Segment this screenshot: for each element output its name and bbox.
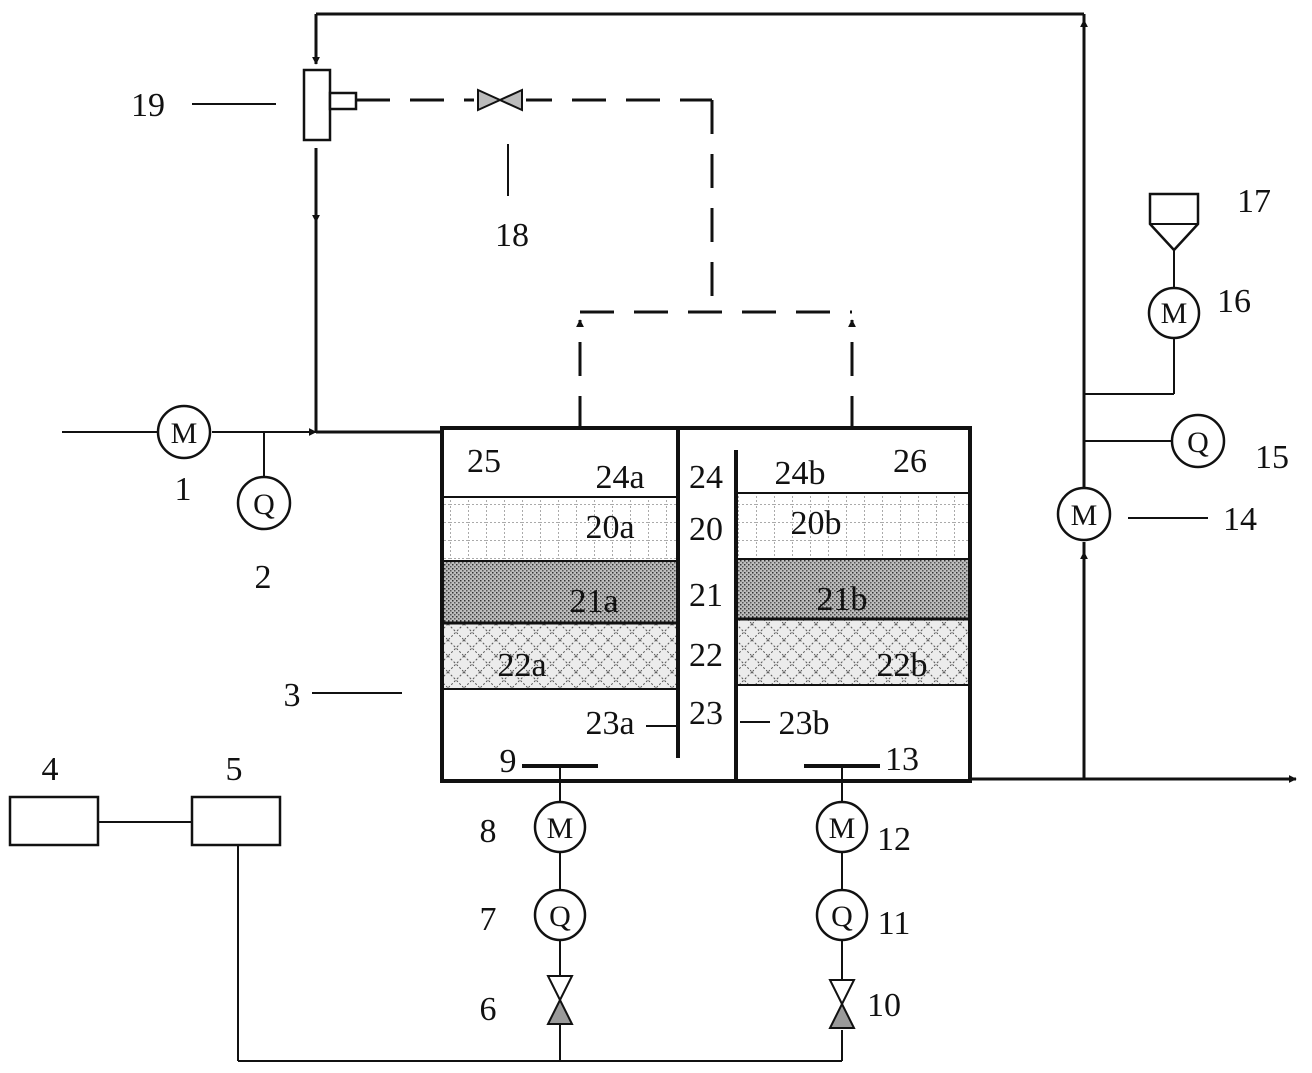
- label-21b: 21b: [817, 581, 868, 618]
- label-23b: 23b: [779, 705, 830, 742]
- flowmeter-2: Q: [236, 475, 292, 531]
- label-3: 3: [284, 677, 301, 714]
- blower-4: [8, 795, 100, 847]
- recycle-loop: [312, 12, 1088, 432]
- layer-22a: [442, 623, 676, 689]
- gas-return-line: [356, 98, 856, 430]
- flowmeter-2-symbol: Q: [253, 488, 275, 521]
- label-5: 5: [226, 751, 243, 788]
- label-1: 1: [175, 471, 192, 508]
- label-23: 23: [689, 695, 723, 732]
- label-22b: 22b: [877, 647, 928, 684]
- layer-20a: [442, 497, 676, 561]
- ejector-19: [192, 68, 358, 142]
- label-24a: 24a: [595, 459, 644, 496]
- motor-1: M: [156, 404, 212, 460]
- label-9: 9: [500, 743, 517, 780]
- valve-18: [477, 88, 523, 196]
- flowmeter-15: Q: [1170, 413, 1226, 469]
- label-18: 18: [495, 217, 529, 254]
- label-16: 16: [1217, 283, 1251, 320]
- label-19: 19: [131, 87, 165, 124]
- pump-14: M: [1056, 486, 1208, 542]
- motor-12: M: [815, 800, 869, 854]
- layer-21b: [738, 559, 970, 619]
- layer-22b: [738, 619, 970, 685]
- label-23a: 23a: [585, 705, 634, 742]
- label-21a: 21a: [569, 583, 618, 620]
- inlet-line: [62, 428, 442, 476]
- motor-12-symbol: M: [829, 812, 856, 845]
- label-20: 20: [689, 511, 723, 548]
- label-24: 24: [689, 459, 723, 496]
- label-24b: 24b: [775, 455, 826, 492]
- label-10: 10: [867, 987, 901, 1024]
- layer-20b: [738, 493, 970, 559]
- label-14: 14: [1223, 501, 1257, 538]
- reactor-3: [440, 426, 972, 783]
- outlet-line: [970, 250, 1297, 783]
- motor-8: M: [533, 800, 587, 854]
- label-22: 22: [689, 637, 723, 674]
- pump-14-symbol: M: [1071, 499, 1098, 532]
- label-11: 11: [878, 905, 911, 942]
- flowmeter-11: Q: [815, 888, 869, 942]
- valve-6: [546, 975, 574, 1025]
- label-6: 6: [480, 991, 497, 1028]
- flowmeter-15-symbol: Q: [1187, 426, 1209, 459]
- label-22a: 22a: [497, 647, 546, 684]
- flowmeter-7: Q: [533, 888, 587, 942]
- layer-21a: [442, 561, 676, 623]
- label-20a: 20a: [585, 509, 634, 546]
- tank-5: [190, 795, 282, 847]
- air-supply-line: [237, 768, 843, 1062]
- label-25: 25: [467, 443, 501, 480]
- motor-1-symbol: M: [171, 417, 198, 450]
- label-21: 21: [689, 577, 723, 614]
- valve-10: [828, 979, 856, 1029]
- label-7: 7: [480, 901, 497, 938]
- dosing-tank-17: [1148, 192, 1200, 252]
- motor-8-symbol: M: [547, 812, 574, 845]
- motor-16-symbol: M: [1161, 297, 1188, 330]
- label-17: 17: [1237, 183, 1271, 220]
- label-13: 13: [885, 741, 919, 778]
- label-2: 2: [255, 559, 272, 596]
- label-4: 4: [42, 751, 59, 788]
- flowmeter-7-symbol: Q: [549, 900, 571, 933]
- motor-16: M: [1147, 286, 1201, 340]
- flowmeter-11-symbol: Q: [831, 900, 853, 933]
- label-12: 12: [877, 821, 911, 858]
- label-8: 8: [480, 813, 497, 850]
- label-20b: 20b: [791, 505, 842, 542]
- label-15: 15: [1255, 439, 1289, 476]
- label-26: 26: [893, 443, 927, 480]
